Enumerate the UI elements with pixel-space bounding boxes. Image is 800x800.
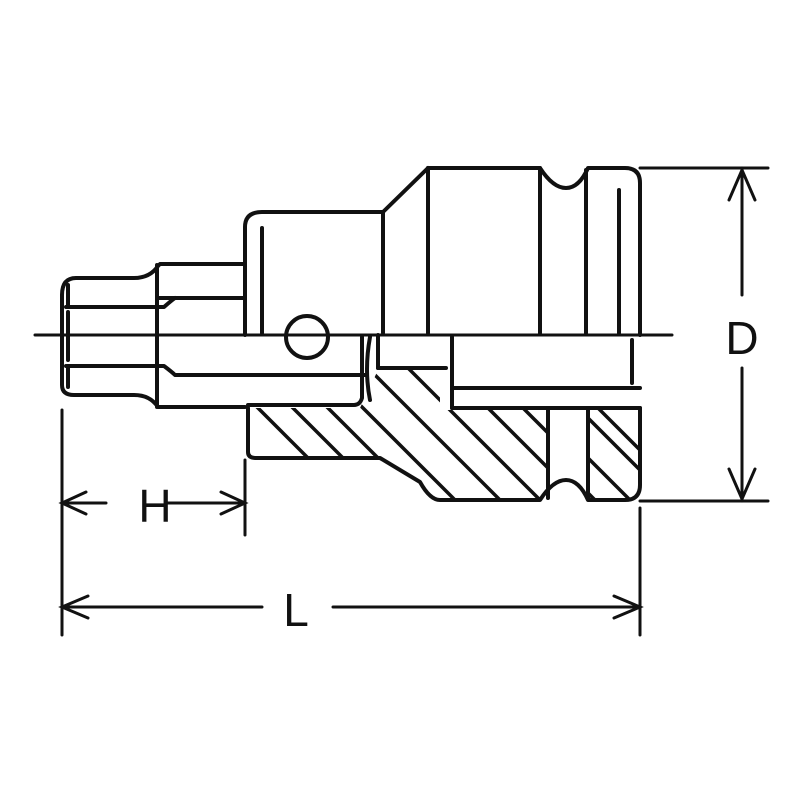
dimension-L: L <box>58 506 644 637</box>
dimension-label-D: D <box>725 312 758 364</box>
dimension-D: D <box>638 166 770 503</box>
cross-section-hatch <box>246 370 642 502</box>
dimension-label-L: L <box>283 584 309 636</box>
retaining-ball <box>284 314 330 360</box>
dimension-H: H <box>58 408 249 637</box>
dimension-label-H: H <box>138 480 171 532</box>
hex-bit <box>60 262 367 409</box>
socket-drive-body <box>376 166 642 410</box>
socket-shank <box>243 166 430 407</box>
